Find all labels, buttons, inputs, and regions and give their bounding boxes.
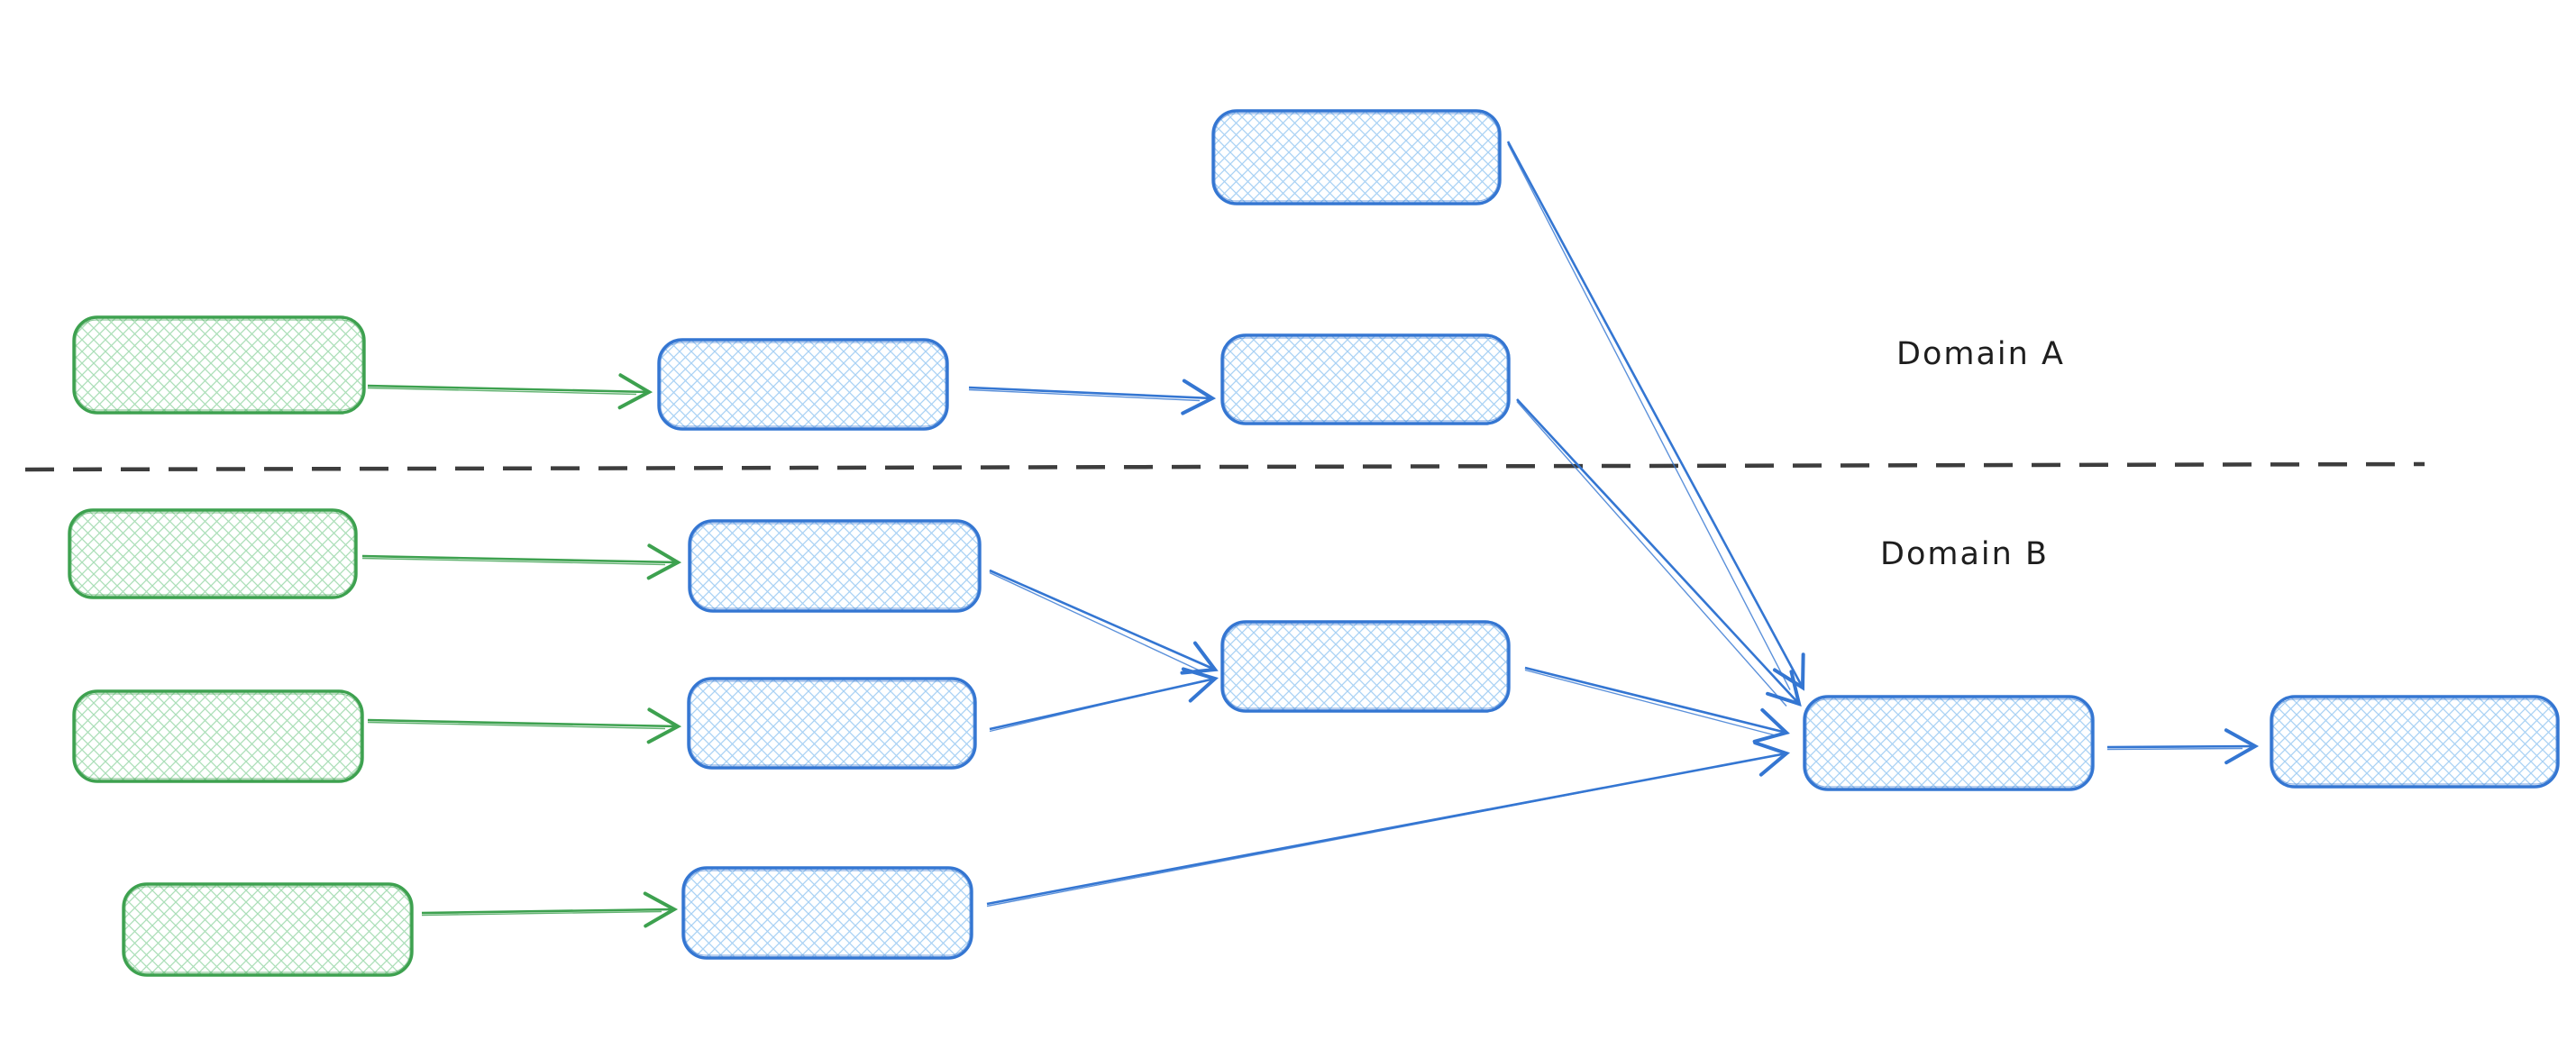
edge-blue-b2-to-bmerge[interactable] <box>989 667 1219 733</box>
cross-domain-merge-box[interactable] <box>1803 695 2095 791</box>
edge-blue-b1-to-bmerge[interactable] <box>989 569 1219 675</box>
domain-a-top-input-box[interactable] <box>1211 109 1502 205</box>
domain-b-source2-box[interactable] <box>72 689 364 783</box>
domain-a-source-box[interactable] <box>72 315 366 415</box>
domain-b-stage1-box[interactable] <box>688 519 982 613</box>
domain-a-label[interactable]: Domain A <box>1896 336 2065 372</box>
domain-b-source1-box[interactable] <box>68 508 358 599</box>
edge-green-b2-to-blue-b2[interactable] <box>367 707 682 744</box>
domain-b-stage2-box[interactable] <box>687 677 977 770</box>
final-output-box[interactable] <box>2270 695 2560 789</box>
edge-green-b3-to-blue-b3[interactable] <box>421 891 679 928</box>
edge-blue-top-to-merge[interactable] <box>1506 141 1805 691</box>
edge-green-b1-to-blue-b1[interactable] <box>361 543 682 580</box>
edge-bmerge-to-merge[interactable] <box>1524 666 1790 743</box>
domain-divider-dashed-line[interactable] <box>24 461 2425 472</box>
domain-b-stage3-box[interactable] <box>681 866 973 960</box>
edge-green-a1-to-blue-a1[interactable] <box>367 373 653 410</box>
domain-b-label[interactable]: Domain B <box>1880 536 2049 572</box>
edge-blue-b3-to-merge[interactable] <box>986 741 1791 908</box>
domain-b-source3-box[interactable] <box>122 882 414 977</box>
edge-blue-a2-to-merge[interactable] <box>1516 398 1802 707</box>
edge-merge-to-final[interactable] <box>2106 728 2260 765</box>
domain-b-merge-box[interactable] <box>1220 620 1511 713</box>
domain-a-stage2-box[interactable] <box>1220 333 1511 425</box>
domain-a-stage1-box[interactable] <box>657 338 949 431</box>
edge-blue-a1-to-blue-a2[interactable] <box>968 379 1217 415</box>
